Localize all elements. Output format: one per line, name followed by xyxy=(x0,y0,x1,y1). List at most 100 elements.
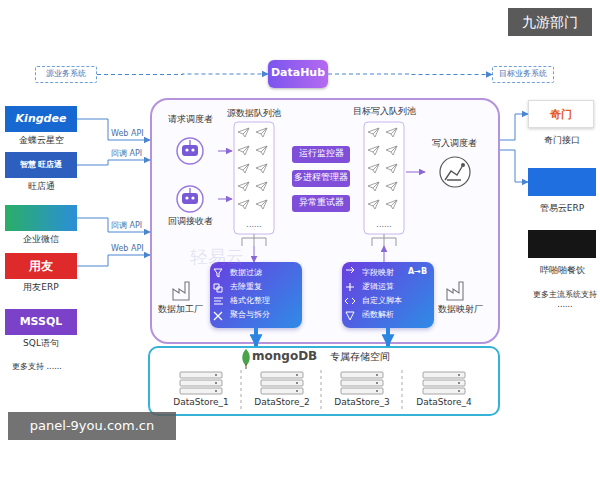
connector xyxy=(77,218,150,232)
system-tag: 目标业务系统 xyxy=(492,66,554,83)
plane-icon xyxy=(256,200,267,209)
robot-eye xyxy=(191,148,194,151)
logic-icon xyxy=(346,283,354,291)
edge-label: 回调 API xyxy=(111,221,142,231)
queue-pool: 源数据队列池 xyxy=(232,108,276,246)
queue-column xyxy=(364,122,404,234)
queue-fork xyxy=(372,234,396,246)
node-text: 奇门接口 xyxy=(528,135,596,146)
plane-icon xyxy=(386,182,397,191)
plane-icon xyxy=(386,200,397,209)
process-panel: 数据过滤去除重复格式化整理聚合与拆分数据加工厂 xyxy=(210,262,302,328)
edge-label: Web API xyxy=(111,244,144,254)
service-box: 异常重试器 xyxy=(292,195,350,212)
node-text: 目标写入队列池 xyxy=(352,106,416,117)
mongo-leaf xyxy=(242,349,250,366)
edge-label: 回调 API xyxy=(111,149,142,159)
robot-face xyxy=(182,145,198,156)
node-text: 多进程管理器 xyxy=(292,172,350,183)
script-icon xyxy=(345,298,355,304)
plane-icon xyxy=(368,200,379,209)
watermark-badge: 九游部门 xyxy=(508,8,592,36)
plane-icon xyxy=(256,164,267,173)
system-logo: 智慧 旺店通旺店通 xyxy=(5,152,77,196)
connector xyxy=(97,73,268,75)
note-text: 更多主流系统支持 ...... xyxy=(532,290,598,309)
split-icon xyxy=(214,312,222,320)
robot-icon xyxy=(177,138,203,164)
connector xyxy=(386,328,390,346)
plane-icon xyxy=(368,164,379,173)
server-icon xyxy=(423,372,465,394)
node-text: DataStore_1 xyxy=(162,397,240,408)
robot-eye xyxy=(185,196,188,199)
connector xyxy=(254,328,258,346)
plane-icon xyxy=(238,200,249,209)
connector xyxy=(77,160,150,165)
node-text: 源业务系统 xyxy=(36,69,96,79)
service-box: 多进程管理器 xyxy=(292,170,350,187)
robot-antenna xyxy=(189,188,190,193)
system-logo: MSSQLSQL语句 xyxy=(5,309,77,353)
node-text: MSSQL xyxy=(5,309,77,335)
node-text: DataStore_4 xyxy=(405,397,483,408)
dedupe-icon xyxy=(214,284,222,292)
connector xyxy=(328,73,492,75)
plane-icon xyxy=(238,146,249,155)
node-text: DataStore_3 xyxy=(323,397,401,408)
format-icon xyxy=(214,298,223,304)
connector xyxy=(500,114,528,140)
node-text: 逻辑运算 xyxy=(362,282,394,292)
node-text: 请求调度者 xyxy=(162,114,218,125)
storage-box: mongoDB专属存储空间DataStore_1DataStore_2DataS… xyxy=(148,346,500,416)
datastore: DataStore_1 xyxy=(162,370,240,410)
connector xyxy=(77,119,150,140)
node-text: 源数据队列池 xyxy=(222,108,286,119)
node-text: 聚合与拆分 xyxy=(230,310,270,320)
node-text: 异常重试器 xyxy=(292,197,350,208)
plane-icon xyxy=(368,146,379,155)
storage-divider xyxy=(241,370,402,412)
plane-icon xyxy=(238,128,249,137)
edge-label: Web API xyxy=(111,129,144,139)
connector xyxy=(254,246,255,262)
plane-icon xyxy=(368,128,379,137)
mapping-icon xyxy=(346,267,354,273)
system-logo: Kingdee 金蝶云星空 xyxy=(5,106,77,150)
system-logo: 管易云ERP xyxy=(528,168,596,218)
connector xyxy=(500,150,528,182)
robot-eye xyxy=(191,196,194,199)
scheduler-arm xyxy=(445,165,463,180)
robot-icon xyxy=(177,186,203,212)
parse-icon xyxy=(346,312,354,320)
factory-icon xyxy=(173,282,189,300)
connector xyxy=(406,172,425,173)
robot-node: 请求调度者 xyxy=(162,114,218,164)
plane-icon xyxy=(238,182,249,191)
node-text: DataHub xyxy=(268,66,328,79)
node-text: 字段映射 xyxy=(362,268,394,278)
node-text: 管易云ERP xyxy=(528,203,596,214)
node-text: 格式化整理 xyxy=(230,296,270,306)
plane-icon xyxy=(386,146,397,155)
server-icon xyxy=(341,372,383,394)
system-logo: 企业微信 xyxy=(5,205,77,249)
platform-box: 请求调度者回调接收者源数据队列池运行监控器多进程管理器异常重试器目标写入队列池写… xyxy=(150,98,500,344)
plane-icon xyxy=(256,182,267,191)
node-text: Kingdee xyxy=(5,106,77,132)
plane-icon xyxy=(256,128,267,137)
mongo-stem xyxy=(246,364,247,369)
system-logo: 哔啪啪餐饮 xyxy=(528,230,596,280)
node-text: DataStore_2 xyxy=(243,397,321,408)
queue-pool: 目标写入队列池 xyxy=(362,106,406,246)
robot-face xyxy=(182,193,198,204)
node-text: 运行监控器 xyxy=(292,148,350,159)
datastore: DataStore_2 xyxy=(243,370,321,410)
node-text: 自定义脚本 xyxy=(362,296,402,306)
node-text: 数据映射厂 xyxy=(438,304,490,315)
node-text: 金蝶云星空 xyxy=(5,135,77,146)
filter-icon xyxy=(214,269,222,277)
queue-column xyxy=(234,122,274,234)
system-logo: 用友用友ERP xyxy=(5,253,77,297)
plane-icon xyxy=(238,164,249,173)
